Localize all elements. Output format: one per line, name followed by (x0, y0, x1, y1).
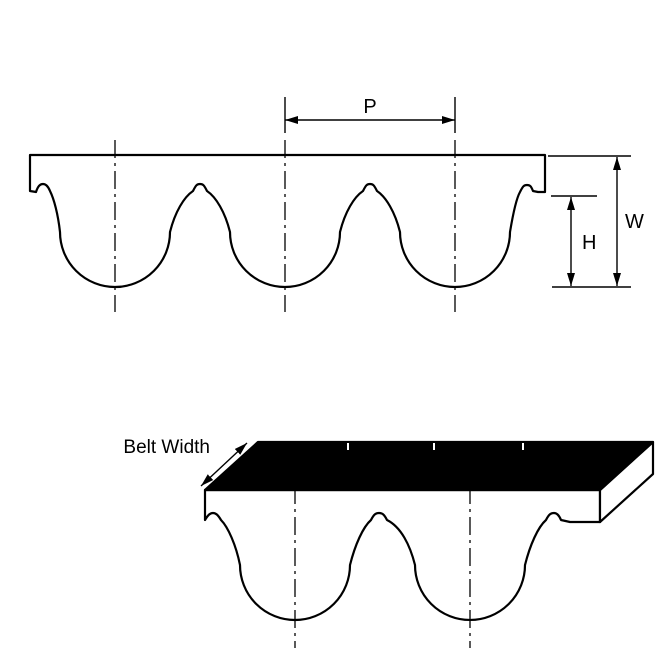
perspective-view: Belt Width (123, 437, 655, 648)
belt-width-label: Belt Width (123, 437, 210, 458)
belt-width-dimension-line (200, 442, 248, 487)
top-view: P W H (28, 96, 644, 312)
pitch-label: P (363, 96, 376, 118)
pitch-dimension: P (284, 96, 456, 133)
height-dimension: H (551, 195, 597, 286)
belt-width-dimension: Belt Width (123, 437, 248, 487)
belt-front-face (203, 488, 602, 622)
height-label: H (582, 232, 596, 254)
belt-profile-outline (28, 153, 547, 289)
width-dimension: W (548, 155, 644, 288)
width-label: W (625, 211, 644, 233)
belt-top-surface (203, 440, 655, 492)
